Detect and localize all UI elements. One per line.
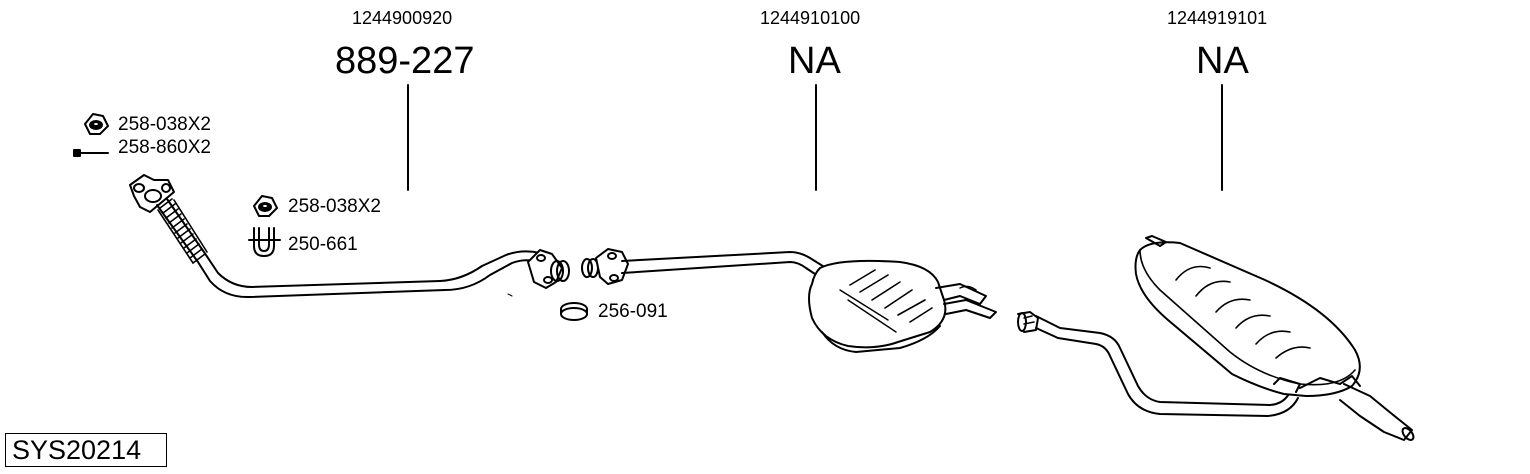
front-pipe-drawing <box>129 174 570 299</box>
u-bolt-clamp-icon <box>248 227 281 257</box>
small-part-label-2: 258-860X2 <box>118 137 211 158</box>
small-part-label-5: 256-091 <box>598 301 668 322</box>
sealing-ring-icon <box>560 302 588 321</box>
oe-number-2: 1244910100 <box>760 8 861 28</box>
hex-nut-icon <box>84 113 109 135</box>
front-flange-drawing <box>129 174 175 213</box>
part-number-2: NA <box>788 40 841 82</box>
bolt-icon <box>73 149 109 157</box>
mid-flange-drawing <box>527 249 570 289</box>
small-part-label-1: 258-038X2 <box>118 114 211 135</box>
part-number-1: 889-227 <box>335 40 475 82</box>
oe-number-1: 1244900920 <box>352 8 453 28</box>
centre-silencer-drawing <box>581 248 997 353</box>
flex-section-drawing <box>157 198 208 264</box>
part-number-3: NA <box>1196 40 1249 82</box>
system-code-box: SYS20214 <box>5 433 167 467</box>
small-part-label-4: 250-661 <box>288 234 358 255</box>
small-part-label-3: 258-038X2 <box>288 196 381 217</box>
oe-number-3: 1244919101 <box>1167 8 1268 28</box>
rear-pipe-inlet-drawing <box>1017 311 1039 333</box>
centre-flange-drawing <box>581 248 629 285</box>
hex-nut-icon <box>253 195 278 217</box>
hanger-dot <box>507 293 513 297</box>
rear-silencer-drawing <box>1017 235 1415 441</box>
